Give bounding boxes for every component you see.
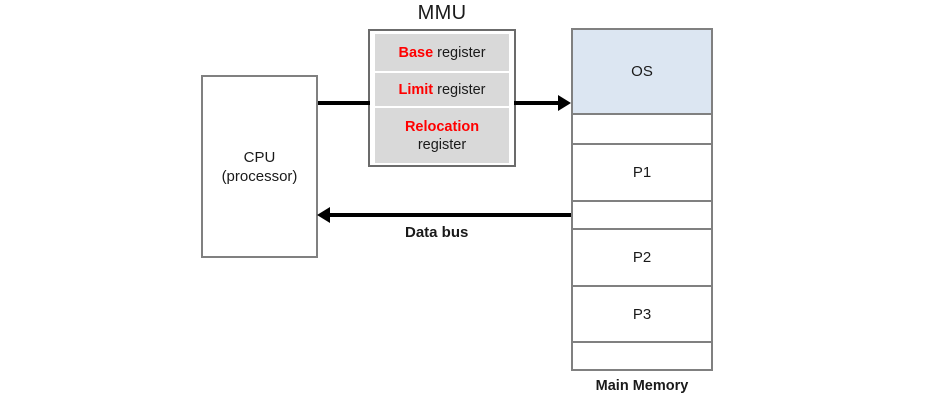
relocation-register-suffix: register bbox=[417, 136, 467, 153]
cpu-box: CPU (processor) bbox=[201, 75, 318, 258]
cpu-label-line1: CPU bbox=[243, 148, 276, 166]
mmu-title: MMU bbox=[417, 2, 467, 24]
main-memory-caption: Main Memory bbox=[595, 378, 689, 394]
memory-block-free-1 bbox=[571, 113, 713, 143]
limit-register-keyword: Limit bbox=[398, 81, 434, 98]
base-register-keyword: Base bbox=[398, 44, 434, 61]
main-memory-column: OS P1 P2 P3 bbox=[571, 28, 713, 371]
limit-register-suffix: register bbox=[433, 81, 486, 98]
relocation-register-box: Relocation register bbox=[375, 108, 509, 163]
base-register-box: Base register bbox=[375, 34, 509, 71]
base-register-suffix: register bbox=[433, 44, 486, 61]
memory-block-os: OS bbox=[571, 28, 713, 113]
data-bus-line bbox=[330, 213, 571, 217]
limit-register-box: Limit register bbox=[375, 73, 509, 106]
data-bus-arrowhead-icon bbox=[317, 207, 330, 223]
mmu-box: Base register Limit register Relocation … bbox=[368, 29, 516, 167]
address-bus-arrowhead-icon bbox=[558, 95, 571, 111]
data-bus-label: Data bus bbox=[405, 224, 469, 241]
address-bus-mmu-to-memory bbox=[514, 101, 560, 105]
relocation-register-keyword: Relocation bbox=[404, 118, 480, 135]
memory-block-p1: P1 bbox=[571, 143, 713, 200]
memory-block-p2: P2 bbox=[571, 228, 713, 285]
memory-block-free-3 bbox=[571, 341, 713, 371]
memory-block-p3: P3 bbox=[571, 285, 713, 341]
address-bus-cpu-to-mmu bbox=[318, 101, 370, 105]
memory-block-free-2 bbox=[571, 200, 713, 228]
cpu-label-line2: (processor) bbox=[221, 167, 298, 185]
